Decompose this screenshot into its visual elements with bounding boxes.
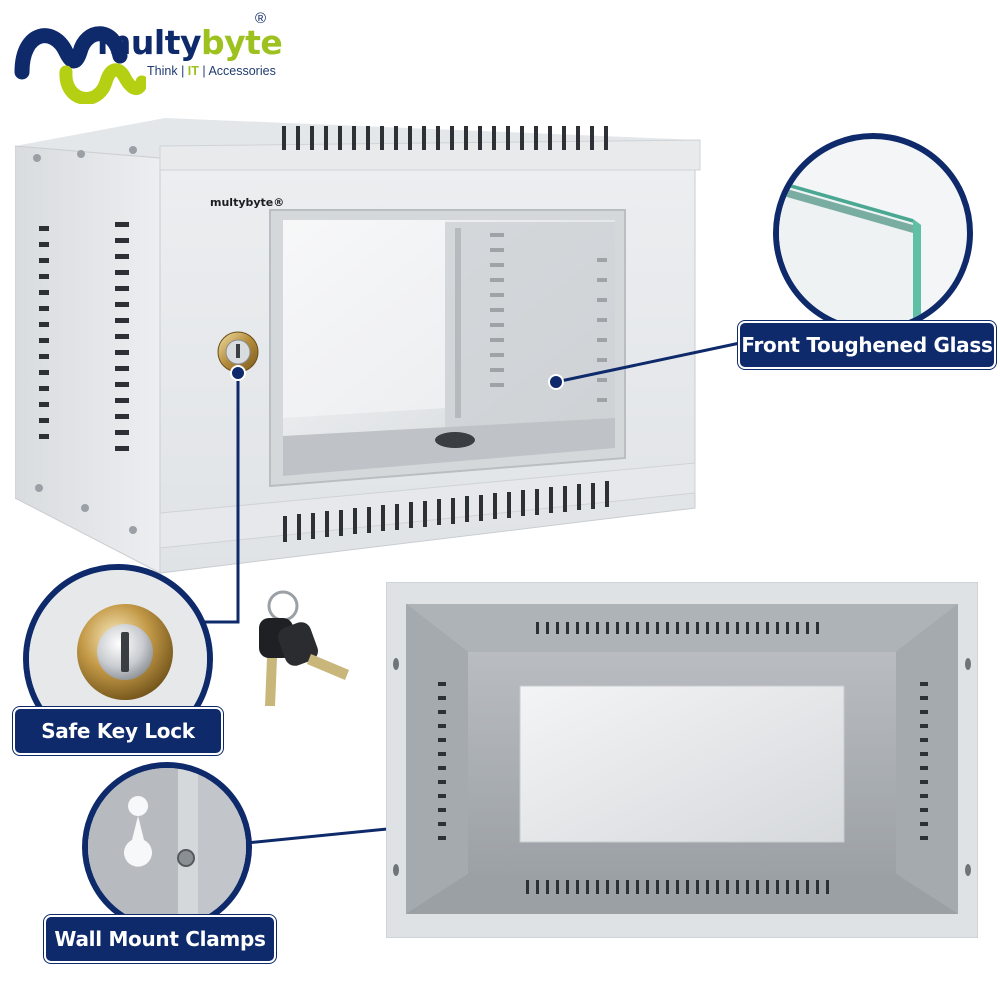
glass-label: Front Toughened Glass <box>738 321 996 369</box>
cabinet-interior-image <box>385 581 979 939</box>
cabinet-brand-badge: multybyte® <box>210 196 285 209</box>
glass-edge-image <box>779 180 921 327</box>
cabinet-front-view: multybyte® <box>15 118 715 578</box>
tagline-it: IT <box>187 64 199 78</box>
cabinet-interior-view <box>385 581 979 939</box>
lock-label-text: Safe Key Lock <box>41 719 195 743</box>
glass-label-text: Front Toughened Glass <box>741 333 993 357</box>
tagline-think: Think <box>147 64 178 78</box>
lock-label: Safe Key Lock <box>13 707 223 755</box>
brand-tagline: Think | IT | Accessories <box>147 64 276 78</box>
registered-mark: ® <box>255 10 267 27</box>
cabinet-front-image <box>15 118 701 574</box>
clamps-label-text: Wall Mount Clamps <box>54 927 266 951</box>
keys-icon <box>259 590 349 706</box>
brand-name-part2: byte <box>200 23 283 62</box>
tagline-accessories: Accessories <box>208 64 276 78</box>
tagline-separator: | <box>181 64 185 78</box>
glass-detail-circle <box>773 133 973 333</box>
clamp-closeup-image <box>88 768 246 926</box>
brand-logo-mark-icon <box>14 26 146 104</box>
clamps-label: Wall Mount Clamps <box>44 915 276 963</box>
clamp-detail-circle <box>82 762 252 932</box>
brand-logo: multybyte ® Think | IT | Accessories <box>14 10 284 104</box>
tagline-separator: | <box>202 64 206 78</box>
brand-name-part1: multy <box>97 23 201 62</box>
